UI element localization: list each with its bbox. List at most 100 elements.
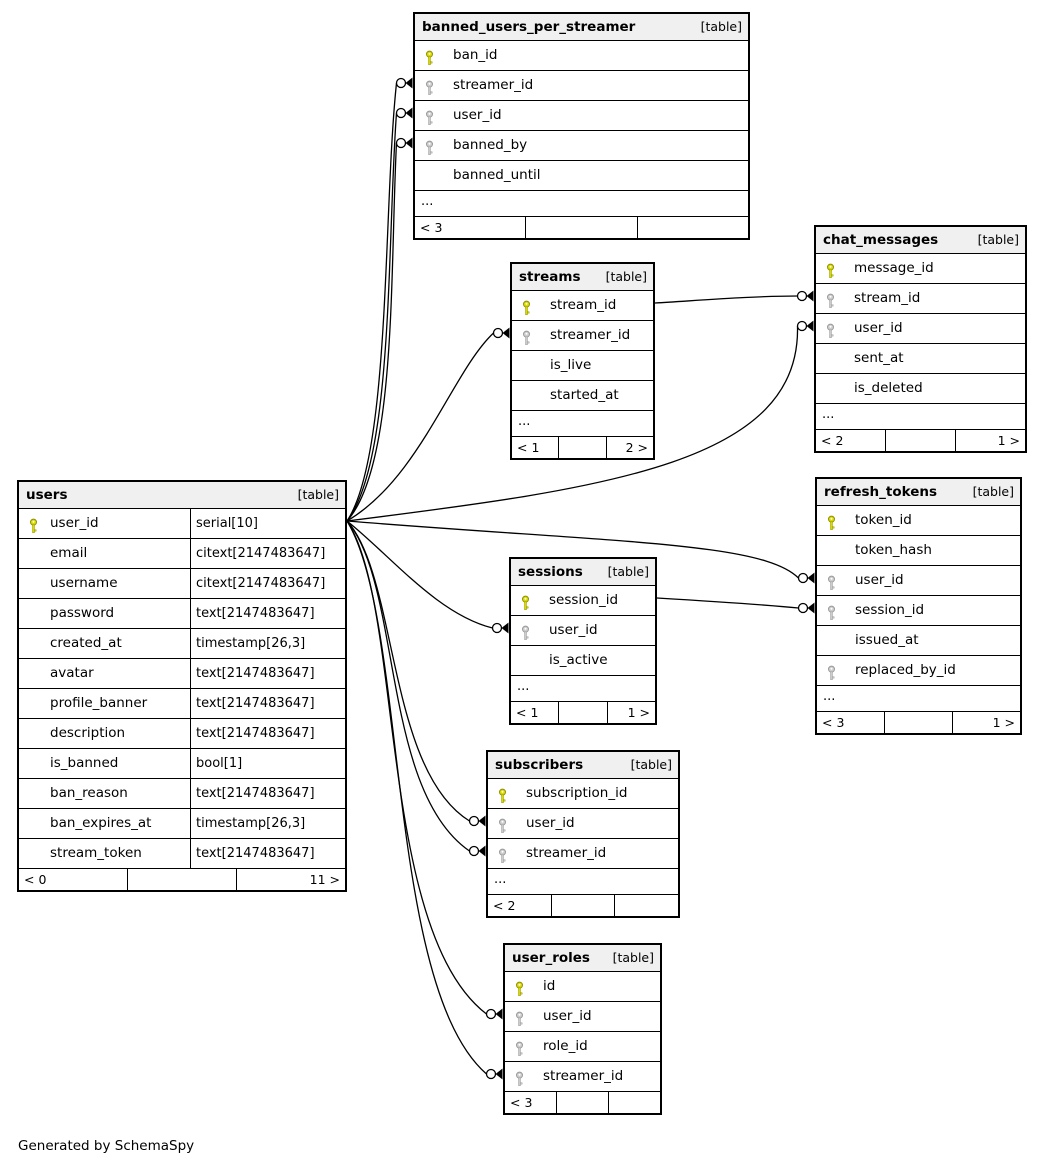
foreign-key-icon bbox=[826, 603, 837, 620]
crow-foot-arrow bbox=[501, 622, 509, 634]
column-row-id[interactable]: id bbox=[505, 971, 660, 1001]
column-row-user_id[interactable]: user_id bbox=[488, 808, 678, 838]
table-header[interactable]: users[table] bbox=[19, 482, 345, 508]
column-type: timestamp[26,3] bbox=[190, 629, 345, 659]
column-row-user_id[interactable]: user_id bbox=[816, 313, 1025, 343]
column-row-session_id[interactable]: session_id bbox=[817, 595, 1020, 625]
column-row-user_id[interactable]: user_id bbox=[511, 615, 655, 645]
table-tag: [table] bbox=[605, 269, 647, 284]
column-row-token_id[interactable]: token_id bbox=[817, 505, 1020, 535]
footer-cell[interactable]: < 3 bbox=[420, 220, 443, 235]
column-row-user_id[interactable]: user_id bbox=[817, 565, 1020, 595]
footer-cell[interactable]: < 1 bbox=[516, 705, 539, 720]
column-name: user_id bbox=[453, 107, 502, 123]
table-footer: < 2 1 > bbox=[816, 429, 1025, 451]
column-row-ban_reason[interactable]: ban_reason text[2147483647] bbox=[19, 778, 345, 809]
foreign-key-icon bbox=[825, 291, 836, 308]
footer-cell[interactable]: < 1 bbox=[517, 440, 540, 455]
column-name: session_id bbox=[855, 602, 925, 618]
column-row-ban_id[interactable]: ban_id bbox=[415, 40, 748, 70]
table-name: refresh_tokens bbox=[824, 484, 938, 500]
footer-cell[interactable]: 11 > bbox=[236, 869, 345, 890]
fk-edge-sessions-refresh_tokens-session_id bbox=[656, 597, 815, 614]
column-row-streamer_id[interactable]: streamer_id bbox=[512, 320, 653, 350]
footer-cell[interactable]: < 3 bbox=[510, 1095, 533, 1110]
zero-or-many-circle bbox=[492, 327, 504, 339]
foreign-key-icon bbox=[825, 321, 836, 338]
footer-cell[interactable]: 2 > bbox=[605, 437, 653, 458]
footer-cell[interactable]: < 2 bbox=[493, 898, 516, 913]
table-header[interactable]: refresh_tokens[table] bbox=[817, 479, 1020, 505]
column-type: text[2147483647] bbox=[190, 719, 345, 749]
column-row-streamer_id[interactable]: streamer_id bbox=[505, 1061, 660, 1091]
column-name: ban_reason bbox=[50, 785, 128, 801]
column-row-banned_by[interactable]: banned_by bbox=[415, 130, 748, 160]
column-row-user_id[interactable]: user_id bbox=[415, 100, 748, 130]
table-tag: [table] bbox=[612, 950, 654, 965]
column-name: user_id bbox=[549, 622, 598, 638]
fk-edge-users-banned_users_per_streamer-streamer_id bbox=[346, 77, 413, 522]
column-row-is_active[interactable]: is_active bbox=[511, 645, 655, 675]
column-row-stream_id[interactable]: stream_id bbox=[512, 290, 653, 320]
table-header[interactable]: chat_messages[table] bbox=[816, 227, 1025, 253]
column-row-issued_at[interactable]: issued_at bbox=[817, 625, 1020, 655]
footer-cell[interactable]: < 2 bbox=[821, 433, 844, 448]
footer-cell[interactable]: < 3 bbox=[822, 715, 845, 730]
column-row-sent_at[interactable]: sent_at bbox=[816, 343, 1025, 373]
column-row-banned_until[interactable]: banned_until bbox=[415, 160, 748, 190]
table-tag: [table] bbox=[607, 564, 649, 579]
column-row-message_id[interactable]: message_id bbox=[816, 253, 1025, 283]
table-header[interactable]: sessions[table] bbox=[511, 559, 655, 585]
zero-or-many-circle bbox=[491, 622, 503, 634]
column-type: text[2147483647] bbox=[190, 779, 345, 809]
table-sessions: sessions[table] session_id user_id is_activ… bbox=[509, 557, 657, 725]
column-row-streamer_id[interactable]: streamer_id bbox=[415, 70, 748, 100]
column-row-user_id[interactable]: user_id bbox=[505, 1001, 660, 1031]
fk-edge-users-banned_users_per_streamer-banned_by bbox=[346, 137, 413, 522]
fk-edge-users-user_roles-user_id bbox=[346, 520, 503, 1020]
table-header[interactable]: subscribers[table] bbox=[488, 752, 678, 778]
column-row-stream_id[interactable]: stream_id bbox=[816, 283, 1025, 313]
column-name: user_id bbox=[50, 515, 99, 531]
primary-key-icon bbox=[497, 786, 508, 803]
primary-key-icon bbox=[424, 48, 435, 65]
table-header[interactable]: streams[table] bbox=[512, 264, 653, 290]
column-row-replaced_by_id[interactable]: replaced_by_id bbox=[817, 655, 1020, 685]
column-row-token_hash[interactable]: token_hash bbox=[817, 535, 1020, 565]
column-name: streamer_id bbox=[543, 1068, 624, 1084]
table-footer: < 0 11 > bbox=[19, 868, 345, 890]
zero-or-many-circle bbox=[485, 1008, 497, 1020]
column-row-session_id[interactable]: session_id bbox=[511, 585, 655, 615]
column-row-is_deleted[interactable]: is_deleted bbox=[816, 373, 1025, 403]
footer-cell[interactable]: < 0 bbox=[24, 872, 47, 887]
table-header[interactable]: user_roles[table] bbox=[505, 945, 660, 971]
footer-cell[interactable]: 1 > bbox=[952, 712, 1020, 733]
footer-cell[interactable]: 1 > bbox=[955, 430, 1025, 451]
table-header[interactable]: banned_users_per_streamer[table] bbox=[415, 14, 748, 40]
column-row-is_live[interactable]: is_live bbox=[512, 350, 653, 380]
foreign-key-icon bbox=[497, 816, 508, 833]
column-row-role_id[interactable]: role_id bbox=[505, 1031, 660, 1061]
crow-foot-arrow bbox=[806, 320, 814, 332]
column-name: password bbox=[50, 605, 115, 621]
column-row-started_at[interactable]: started_at bbox=[512, 380, 653, 410]
crow-foot-arrow bbox=[478, 845, 486, 857]
column-row-subscription_id[interactable]: subscription_id bbox=[488, 778, 678, 808]
column-name: id bbox=[543, 978, 556, 994]
column-name: session_id bbox=[549, 592, 619, 608]
column-row-streamer_id[interactable]: streamer_id bbox=[488, 838, 678, 868]
footer-cell[interactable]: 1 > bbox=[606, 702, 655, 723]
column-name: user_id bbox=[543, 1008, 592, 1024]
